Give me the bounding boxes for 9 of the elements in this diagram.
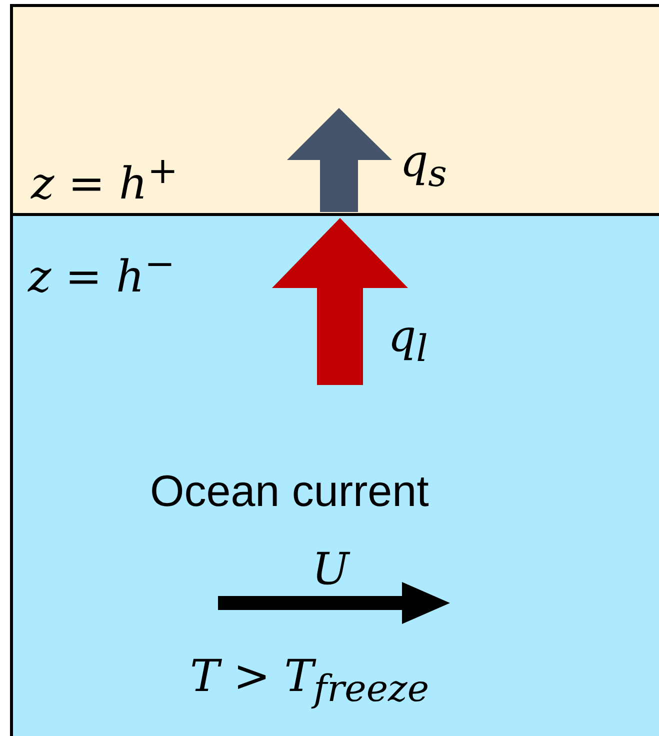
temperature-label: T > T$_{freeze}$ [190,655,430,708]
flux-label: q$_{l}$ [388,315,428,368]
interface-label: z = h$^{−}$ [28,246,176,300]
velocity-label: U [312,548,350,592]
interface-label: z = h$^{+}$ [31,153,178,207]
ocean-layer [10,213,659,736]
current-label: Ocean current [150,470,429,514]
ice-layer [10,4,659,215]
flux-label: q$_{s}$ [400,140,447,192]
